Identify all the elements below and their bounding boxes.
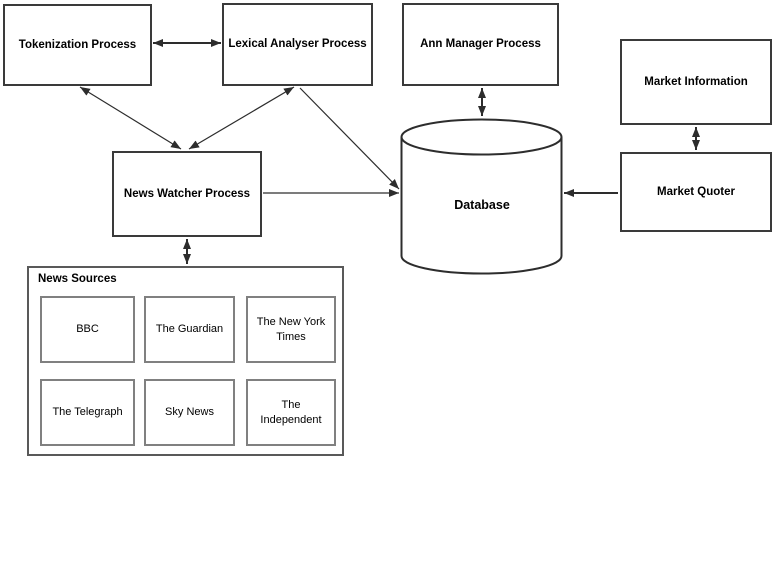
node-label: Tokenization Process — [18, 38, 137, 51]
database-cylinder-shape — [400, 118, 563, 275]
connector-lexical-newswatcher — [188, 86, 295, 150]
node-market-quoter: Market Quoter — [620, 152, 772, 232]
news-sources-title: News Sources — [38, 273, 117, 285]
node-database-label: Database — [454, 198, 510, 212]
node-label: Market Information — [644, 75, 748, 88]
node-label: Ann Manager Process — [420, 38, 541, 51]
node-market-information: Market Information — [620, 39, 772, 125]
node-news-watcher-process: News Watcher Process — [112, 151, 262, 237]
node-label: News Watcher Process — [123, 187, 251, 200]
connector-lexical-database — [299, 87, 400, 190]
source-box-sky-news: Sky News — [144, 379, 235, 446]
source-box-the-new-york-times: The New York Times — [246, 296, 336, 363]
news-sources-container: News Sources BBC The Guardian The New Yo… — [27, 266, 344, 456]
source-box-the-guardian: The Guardian — [144, 296, 235, 363]
connector-tokenization-newswatcher — [79, 86, 182, 150]
node-lexical-analyser-process: Lexical Analyser Process — [222, 3, 373, 86]
source-box-the-telegraph: The Telegraph — [40, 379, 135, 446]
node-label: Lexical Analyser Process — [228, 38, 367, 51]
node-label: Market Quoter — [657, 185, 735, 198]
node-tokenization-process: Tokenization Process — [3, 4, 152, 86]
source-box-the-independent: The Independent — [246, 379, 336, 446]
node-ann-manager-process: Ann Manager Process — [402, 3, 559, 86]
source-box-bbc: BBC — [40, 296, 135, 363]
